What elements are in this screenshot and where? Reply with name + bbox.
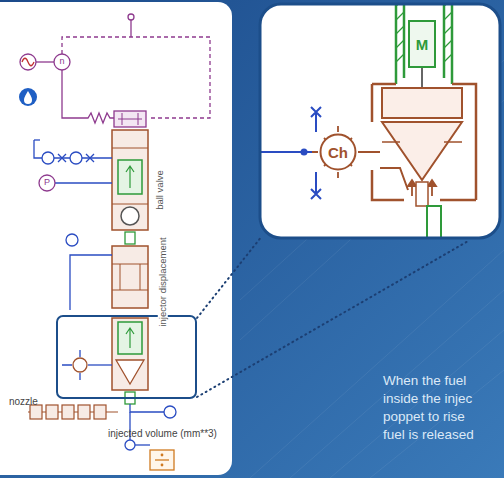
note-text: When the fuel (383, 374, 466, 389)
inset-drawing (260, 4, 476, 238)
mass-box: M (408, 20, 436, 68)
white-panel (0, 2, 232, 475)
highlight-box (57, 316, 196, 398)
outline (409, 21, 435, 67)
zoom-lines (197, 236, 470, 397)
pressure-source (39, 175, 55, 191)
note-text: fuel is released (383, 428, 474, 443)
inset-panel (260, 4, 500, 238)
hydraulic-lines (34, 140, 165, 450)
fluid-icon (19, 88, 37, 106)
output-label: injected volume (mm**3) (108, 428, 217, 439)
block-letter: n (59, 57, 64, 67)
inset-border (260, 4, 500, 238)
block-letter: P (44, 178, 50, 188)
injector-column (112, 111, 148, 404)
signal-circuit (20, 14, 210, 123)
part-name: nozzle (9, 396, 38, 407)
nozzle-chain (28, 405, 176, 419)
note-text: poppet to rise (383, 410, 465, 425)
part-name: injector displacement (158, 236, 168, 327)
gain-block (150, 450, 174, 470)
chamber-circle: Ch (319, 133, 357, 171)
outline (321, 135, 356, 170)
node-text: Ch (328, 144, 348, 161)
node-text: M (416, 36, 429, 53)
part-name: ball valve (155, 169, 165, 211)
note-text: inside the injec (383, 392, 472, 407)
